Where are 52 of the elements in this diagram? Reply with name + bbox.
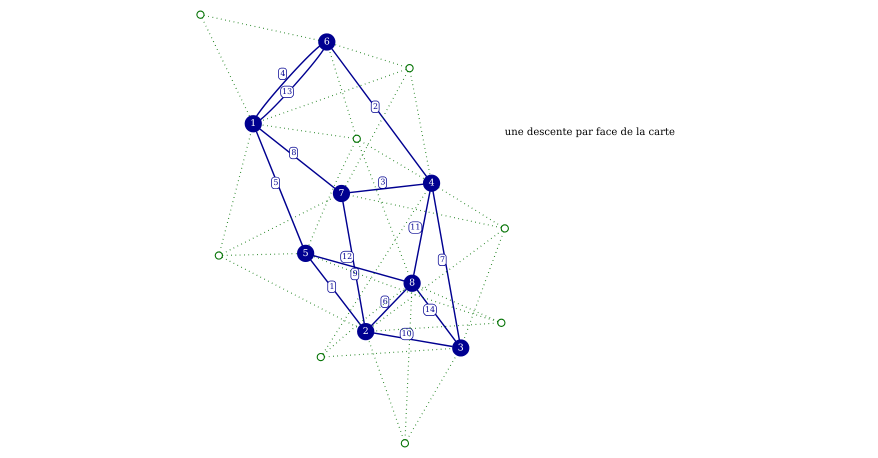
- connector: [261, 124, 354, 139]
- connector: [368, 339, 404, 440]
- connector: [374, 332, 452, 348]
- node-circle: [497, 318, 506, 327]
- node-circle: 7: [332, 184, 350, 202]
- connector: [323, 288, 406, 356]
- label: une descente par face de la carte: [504, 126, 675, 138]
- connector: [360, 140, 425, 180]
- connector: [256, 131, 304, 246]
- connector: [406, 355, 457, 440]
- connector: [463, 232, 504, 340]
- connector: [419, 286, 498, 322]
- connector: [324, 348, 452, 358]
- node-circle: 4: [422, 174, 440, 192]
- connector: [350, 183, 424, 194]
- node-circle: 5: [297, 244, 314, 262]
- connector: [345, 71, 408, 186]
- connector: [413, 191, 431, 276]
- connector: [416, 290, 456, 342]
- node-circle: [400, 439, 410, 448]
- connector: [204, 14, 319, 41]
- connector: [371, 288, 407, 326]
- connector: [308, 142, 356, 246]
- connector: [322, 190, 428, 354]
- node-circle: 1: [244, 115, 262, 132]
- connector: [313, 256, 498, 322]
- connector: [342, 202, 365, 324]
- connector: [358, 142, 410, 276]
- node-circle: [316, 352, 325, 362]
- connector: [331, 48, 428, 177]
- connector: [438, 187, 502, 227]
- connector: [374, 322, 498, 332]
- connector: [432, 191, 460, 340]
- node-circle: [405, 64, 414, 72]
- connector: [222, 253, 298, 256]
- node-circle: 3: [452, 339, 470, 357]
- node-circle: [352, 134, 361, 143]
- connector: [222, 196, 334, 254]
- connector: [202, 18, 250, 116]
- node-circle: [196, 10, 205, 19]
- connector: [410, 72, 431, 176]
- node-circle: [500, 224, 509, 233]
- node-circle: 2: [357, 322, 374, 340]
- node-circle: [214, 251, 223, 260]
- node-circle: 8: [404, 274, 421, 292]
- connector: [310, 260, 362, 326]
- connector: [219, 132, 252, 252]
- connector: [372, 230, 502, 328]
- connector: [328, 50, 356, 136]
- connector: [404, 292, 412, 440]
- connector: [334, 44, 406, 68]
- node-circle: 6: [318, 33, 336, 51]
